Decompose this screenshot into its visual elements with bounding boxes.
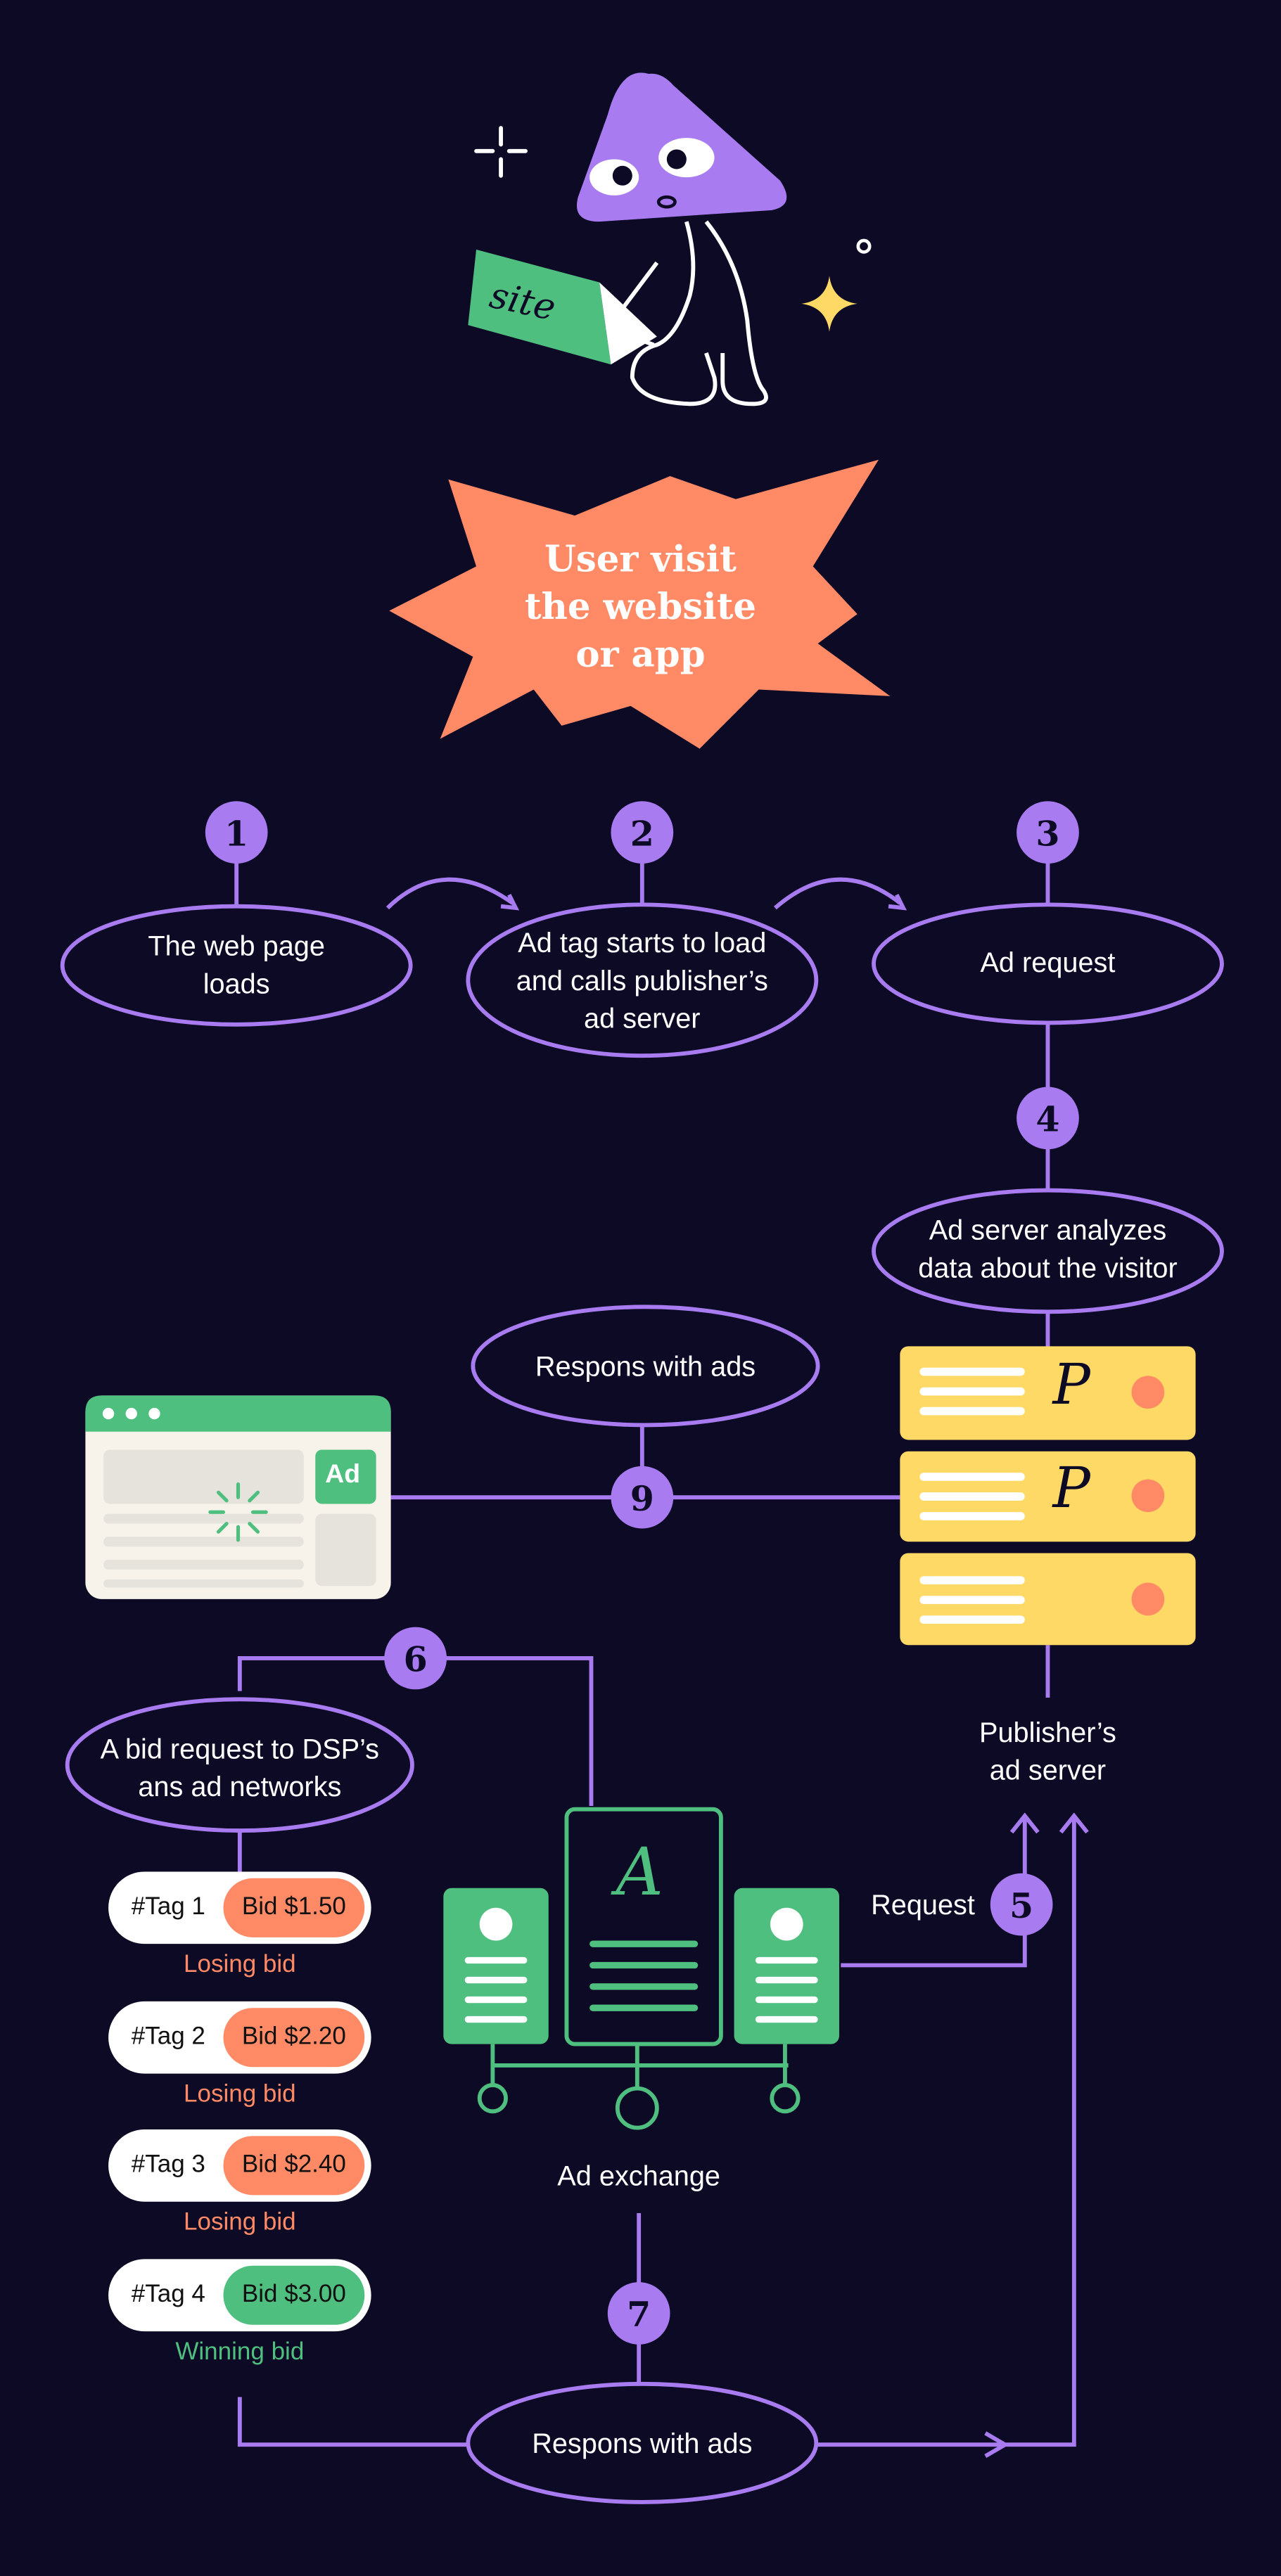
publisher-server-illustration — [900, 1346, 1196, 1646]
step4-number-circle — [1016, 1087, 1079, 1150]
bid-amount: Bid $3.00 — [223, 2265, 365, 2325]
browser-window-illustration — [85, 1395, 391, 1599]
publisher-logo-letter: P — [1052, 1456, 1090, 1523]
step5-label: Request — [871, 1888, 975, 1921]
step9-number-circle — [611, 1466, 674, 1529]
step6-label: A bid request to DSP’s ans ad networks — [100, 1734, 380, 1803]
ad-exchange-label: Ad exchange — [557, 2160, 721, 2191]
step1-label: The web page loads — [148, 930, 325, 1000]
bid-amount: Bid $1.50 — [223, 1878, 365, 1937]
step7-number-circle — [607, 2282, 670, 2345]
exchange-logo-letter: A — [616, 1835, 663, 1911]
step6-bubble — [65, 1697, 414, 1833]
bid-tag: #Tag 2 — [131, 2023, 205, 2051]
bid-status: Losing bid — [184, 1950, 296, 1979]
bid-tag: #Tag 1 — [131, 1892, 205, 1921]
step2-number-circle — [611, 801, 674, 864]
bid-tag: #Tag 3 — [131, 2151, 205, 2179]
bid-row: #Tag 3 Bid $2.40 — [108, 2129, 371, 2202]
step3-number-circle — [1016, 801, 1079, 864]
step3-label: Ad request — [980, 946, 1116, 978]
publisher-logo-letter: P — [1052, 1352, 1090, 1419]
bid-tag: #Tag 4 — [131, 2280, 205, 2309]
step4-number: 4 — [1035, 1097, 1060, 1139]
step7-label: Respons with ads — [532, 2427, 753, 2459]
step2-number: 2 — [630, 812, 654, 853]
intro-text: User visit the website or app — [524, 537, 757, 676]
step1-number-circle — [205, 801, 268, 864]
step9-number: 9 — [630, 1476, 654, 1518]
step4-label: Ad server analyzes data about the visito… — [918, 1215, 1178, 1284]
step3-number: 3 — [1035, 812, 1060, 853]
step1-bubble — [60, 904, 413, 1027]
bid-status: Losing bid — [184, 2208, 296, 2236]
publisher-server-label: Publisher’s ad server — [979, 1717, 1116, 1787]
step9-label: Respons with ads — [535, 1350, 756, 1382]
step6-number-circle — [384, 1627, 447, 1690]
step7-number: 7 — [627, 2293, 651, 2334]
step3-bubble — [872, 902, 1224, 1025]
bid-row: #Tag 2 Bid $2.20 — [108, 2001, 371, 2074]
step5-number: 5 — [1009, 1883, 1034, 1925]
bid-amount: Bid $2.20 — [223, 2008, 365, 2068]
step9-bubble — [471, 1305, 820, 1428]
bid-status: Losing bid — [184, 2080, 296, 2108]
character-illustration — [468, 72, 872, 406]
bid-status: Winning bid — [175, 2338, 305, 2366]
step6-number: 6 — [403, 1637, 428, 1679]
ad-badge: Ad — [325, 1461, 361, 1489]
step1-number: 1 — [224, 812, 249, 853]
bid-amount: Bid $2.40 — [223, 2136, 365, 2196]
step2-bubble — [466, 902, 819, 1058]
bid-row: #Tag 1 Bid $1.50 — [108, 1871, 371, 1944]
bid-row: #Tag 4 Bid $3.00 — [108, 2259, 371, 2332]
step5-number-circle — [990, 1873, 1053, 1936]
ad-exchange-illustration — [443, 1807, 839, 2130]
step7-bubble — [466, 2381, 819, 2504]
intro-starburst — [389, 459, 891, 749]
step4-bubble — [872, 1188, 1224, 1314]
step2-label: Ad tag starts to load and calls publishe… — [516, 926, 768, 1034]
